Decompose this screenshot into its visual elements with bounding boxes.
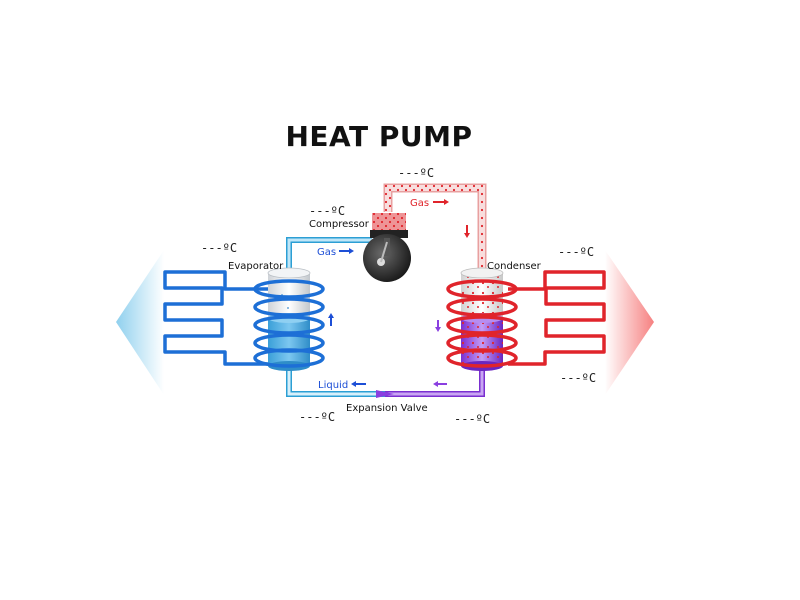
cold-up-arrowhead-icon xyxy=(328,313,334,318)
temp-expansion-right: ---ºC xyxy=(454,412,490,426)
gas-left-label: Gas xyxy=(317,247,336,258)
condenser-coil xyxy=(446,279,518,368)
evaporator-coil xyxy=(253,279,325,368)
mixed-down-arrowhead-icon xyxy=(435,327,441,332)
condenser-label: Condenser xyxy=(487,261,542,272)
temp-compressor: ---ºC xyxy=(309,204,345,218)
gas-top-label: Gas xyxy=(410,198,429,209)
expansion-valve-icon xyxy=(376,390,394,398)
evaporator-radiator xyxy=(163,270,270,366)
gas-left-arrowhead-icon xyxy=(349,248,354,254)
discharge-pipe xyxy=(383,183,487,272)
expansion-valve-label: Expansion Valve xyxy=(346,403,428,414)
page-title: HEAT PUMP xyxy=(285,120,472,153)
temp-condenser-out: ---ºC xyxy=(560,371,596,385)
gas-top-arrowhead-icon xyxy=(444,199,449,205)
compressor-label: Compressor xyxy=(309,219,370,230)
liquid-line-hot xyxy=(385,368,485,397)
hot-air-arrow xyxy=(605,250,654,395)
compressor-icon xyxy=(363,213,411,282)
temp-condenser-in: ---ºC xyxy=(558,245,594,259)
cold-air-arrow xyxy=(116,250,164,395)
flow-arrows xyxy=(328,199,470,387)
mixed-left-arrowhead-icon xyxy=(433,381,438,387)
suction-pipe xyxy=(286,237,372,270)
liquid-label: Liquid xyxy=(318,380,348,391)
liquid-line-cold xyxy=(286,366,385,397)
temp-expansion-left: ---ºC xyxy=(299,410,335,424)
liquid-arrowhead-icon xyxy=(351,381,356,387)
temp-top-pipe: ---ºC xyxy=(398,166,434,180)
evaporator-label: Evaporator xyxy=(228,261,284,272)
temp-evaporator-in: ---ºC xyxy=(201,241,237,255)
hot-down-arrowhead-icon xyxy=(464,233,470,238)
condenser-radiator xyxy=(508,270,606,366)
